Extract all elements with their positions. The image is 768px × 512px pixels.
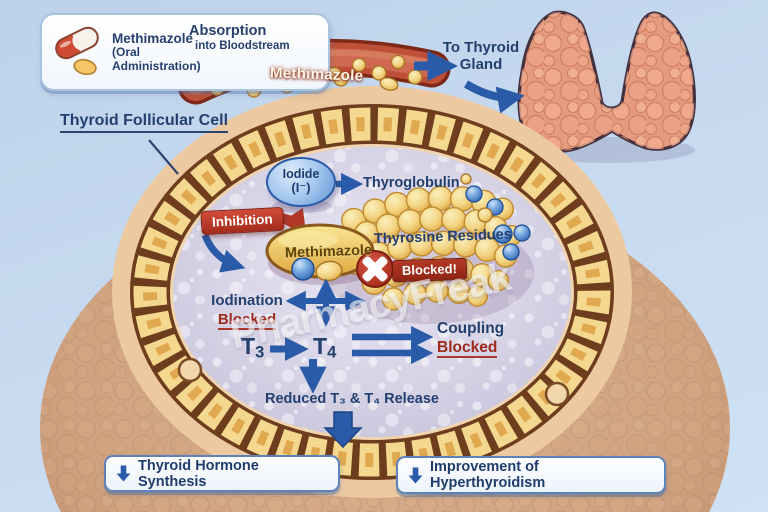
t3-label: T3 xyxy=(241,333,265,362)
thyroglobulin-label: Thyroglobulin xyxy=(363,175,460,191)
inhibition-hook-arrow xyxy=(201,233,246,273)
drug-route-label: (Oral Administration) xyxy=(112,45,201,73)
iodide-node: Iodide (I⁻) xyxy=(266,157,336,207)
thyroid-follicular-cell-label: Thyroid Follicular Cell xyxy=(60,112,229,133)
release-down-arrow xyxy=(323,411,363,449)
absorption-sub-label: into Bloodstream xyxy=(195,39,290,52)
follicular-cell xyxy=(40,86,730,512)
bloodstream-drug-label: Methimazole xyxy=(269,64,364,85)
inhibition-badge: Inhibition xyxy=(200,206,285,236)
membrane-fold-left xyxy=(177,357,203,383)
cell-label-pointer-line xyxy=(148,139,179,175)
iodide-label: Iodide xyxy=(282,167,320,182)
coupling-blocked-label: Coupling Blocked xyxy=(437,320,504,358)
methimazole-oval-label: Methimazole xyxy=(284,242,373,262)
down-arrow-icon xyxy=(408,467,423,483)
outcome-right-label: Improvement of Hyperthyroidism xyxy=(430,459,546,491)
to-thyroid-line1: To Thyroid xyxy=(442,39,520,56)
oral-administration-box: Methimazole (Oral Administration) Absorp… xyxy=(40,13,330,91)
iodide-molecule xyxy=(291,257,315,281)
t4-label: T4 xyxy=(313,333,337,362)
iodide-formula-label: (I⁻) xyxy=(291,180,311,196)
to-thyroid-line2: Gland xyxy=(459,55,503,73)
down-arrow-icon xyxy=(116,465,131,482)
outcome-improvement-hyperthyroidism: Improvement of Hyperthyroidism xyxy=(396,456,666,494)
capsule-pill-icon xyxy=(55,26,99,76)
iodination-blocked-line: Blocked xyxy=(217,311,277,331)
scattered-iodide-molecules xyxy=(460,173,531,261)
iodination-blocked-label: Iodination Blocked xyxy=(204,292,290,331)
blocked-x-icon xyxy=(356,250,394,288)
drug-name-label: Methimazole xyxy=(112,31,194,46)
blocked-badge: Blocked! xyxy=(391,257,468,283)
into-gland-arrow xyxy=(463,80,525,114)
to-thyroid-gland-label: To Thyroid Gland xyxy=(438,39,524,74)
reduced-release-label: Reduced T₃ & T₄ Release xyxy=(265,391,439,407)
absorption-label: Absorption xyxy=(189,23,267,39)
coupling-line: Coupling xyxy=(437,320,505,337)
iodination-line: Iodination xyxy=(211,292,283,309)
membrane-fold-right xyxy=(544,381,570,407)
outcome-left-label: Thyroid Hormone Synthesis xyxy=(138,457,259,490)
outcome-thyroid-hormone-synthesis: Thyroid Hormone Synthesis xyxy=(104,455,340,492)
coupling-blocked-line: Blocked xyxy=(437,339,498,358)
